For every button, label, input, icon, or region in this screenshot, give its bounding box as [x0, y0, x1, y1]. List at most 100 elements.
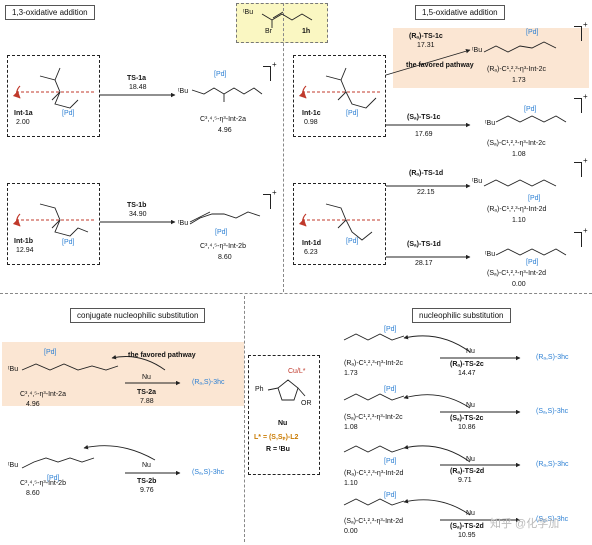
br4-e: 10.95	[458, 532, 476, 539]
ra-ts-1c-energy: 17.31	[417, 42, 435, 49]
catalyst-nu: Nu	[278, 420, 288, 427]
ts-2b-energy: 9.76	[140, 487, 154, 494]
charge-bracket-2a	[263, 66, 271, 81]
charge-plus-2d-ra: +	[583, 156, 588, 165]
br1-e: 14.47	[458, 370, 476, 377]
charge-plus-2a: +	[272, 60, 277, 69]
catalyst-box	[248, 355, 320, 475]
int-1d-pd: [Pd]	[346, 238, 359, 245]
br3-pd: [Pd]	[384, 458, 397, 465]
int-2d-sa-pd: [Pd]	[526, 259, 539, 266]
br3-nu: Nu	[466, 456, 475, 463]
nu-2b: Nu	[142, 462, 151, 469]
prod-ra-s-3hc-bl: (Rₐ,S)-3hc	[192, 379, 225, 386]
int-2d-ra-pd: [Pd]	[528, 195, 541, 202]
favored-pathway-label-bottom: the favored pathway	[128, 352, 196, 359]
arrow-ra-ts-1c	[385, 48, 471, 76]
nu-2a: Nu	[142, 374, 151, 381]
br3-sm: (Rₐ)-C¹,²,³-η³-Int-2d	[344, 470, 404, 477]
int-1b-box	[7, 183, 100, 265]
bl-int-2b-energy: 8.60	[26, 490, 40, 497]
int-1d-energy: 6.23	[304, 249, 318, 256]
charge-bracket-2c-sa	[574, 98, 582, 113]
int-2a-label: C³,⁴,⁵-η³-Int-2a	[200, 116, 246, 123]
br3-ts: (Rₐ)-TS-2d	[450, 468, 485, 475]
br4-nu: Nu	[466, 510, 475, 517]
ts-1a-label: TS-1a	[127, 75, 147, 82]
int-2c-ra-tbu: ᵗBu	[472, 47, 483, 54]
br4-pd: [Pd]	[384, 492, 397, 499]
catalyst-r-line: R = ᵗBu	[266, 446, 290, 453]
ts-2a-energy: 7.88	[140, 398, 154, 405]
br-row-4	[343, 498, 521, 523]
int-2c-sa-tbu: ᵗBu	[485, 120, 496, 127]
int-2a-energy: 4.96	[218, 127, 232, 134]
ts-1b-energy: 34.90	[129, 211, 147, 218]
int-2b-tbu: ᵗBu	[178, 220, 189, 227]
int-2d-sa-structure	[495, 248, 567, 256]
int-2d-sa-tbu: ᵗBu	[485, 251, 496, 258]
ts-2b-label: TS-2b	[137, 478, 157, 485]
catalyst-structure	[267, 379, 306, 401]
int-2d-ra-label: (Rₐ)-C¹,²,³-η³-Int-2d	[487, 206, 547, 213]
int-1a-structure	[12, 67, 96, 109]
int-1c-pd: [Pd]	[346, 110, 359, 117]
header-1-3-oxidative-addition: 1,3-oxidative addition	[5, 5, 95, 20]
int-1b-pd: [Pd]	[62, 239, 75, 246]
int-2b-energy: 8.60	[218, 254, 232, 261]
bl-int-2a-tbu: ᵗBu	[8, 366, 19, 373]
bl-int-2a-label: C³,⁴,⁵-η³-Int-2a	[20, 391, 66, 398]
br2-ts: (Sₐ)-TS-2c	[450, 415, 484, 422]
sa-ts-1d-label: (Sₐ)-TS-1d	[407, 241, 441, 248]
bl-int-2b-structure	[21, 457, 95, 469]
int-1b-label: Int-1b	[14, 238, 34, 245]
substrate-tbu: ᵗBu	[243, 9, 254, 16]
int-2c-ra-energy: 1.73	[512, 77, 526, 84]
int-1a-box	[7, 55, 100, 137]
br2-prod: (Sₐ,S)-3hc	[536, 408, 569, 415]
substrate-structure	[261, 11, 313, 28]
bl-int-2a-pd: [Pd]	[44, 349, 57, 356]
int-1c-box	[293, 55, 386, 137]
br4-se: 0.00	[344, 528, 358, 535]
catalyst-l-line: L* = (S,Sₚ)-L2	[254, 434, 299, 441]
charge-bracket-2d-sa	[574, 232, 582, 247]
int-1d-structure	[298, 203, 382, 241]
charge-bracket-2d-ra	[574, 162, 582, 177]
charge-plus-2b: +	[272, 188, 277, 197]
ra-ts-1c-label: (Rₐ)-TS-1c	[409, 33, 443, 40]
sa-ts-1d-energy: 28.17	[415, 260, 433, 267]
int-2c-ra-structure	[483, 41, 557, 53]
br4-prod: (Sₐ,S)-3hc	[536, 516, 569, 523]
bl-int-2b-tbu: ᵗBu	[8, 462, 19, 469]
catalyst-or: OR	[301, 400, 312, 407]
int-2c-ra-pd: [Pd]	[526, 29, 539, 36]
int-2c-ra-label: (Rₐ)-C¹,²,³-η³-Int-2c	[487, 66, 546, 73]
int-2b-structure	[189, 211, 261, 225]
int-2d-ra-energy: 1.10	[512, 217, 526, 224]
ra-ts-1d-energy: 22.15	[417, 189, 435, 196]
favored-pathway-label-top: the favored pathway	[406, 62, 474, 69]
header-1-5-oxidative-addition: 1,5-oxidative addition	[415, 5, 505, 20]
sa-ts-1c-label: (Sₐ)-TS-1c	[407, 114, 441, 121]
int-2d-sa-energy: 0.00	[512, 281, 526, 288]
br1-pd: [Pd]	[384, 326, 397, 333]
int-1a-pd: [Pd]	[62, 110, 75, 117]
prod-sa-s-3hc-bl: (Sₐ,S)-3hc	[192, 469, 225, 476]
br3-prod: (Rₐ,S)-3hc	[536, 461, 569, 468]
br2-sm: (Sₐ)-C¹,²,³-η³-Int-2c	[344, 414, 403, 421]
int-1c-label: Int-1c	[302, 110, 321, 117]
substrate-box	[236, 3, 328, 43]
int-1c-structure	[298, 67, 382, 109]
nu-attack-arrow-2b	[83, 444, 156, 461]
int-1a-label: Int-1a	[14, 110, 33, 117]
substrate-br: Br	[265, 28, 272, 35]
int-2c-sa-structure	[495, 115, 567, 123]
int-2a-pd: [Pd]	[214, 71, 227, 78]
int-1c-energy: 0.98	[304, 119, 318, 126]
br-row-3	[343, 444, 521, 468]
section-divider-vertical-bottom	[244, 296, 245, 542]
br2-pd: [Pd]	[384, 386, 397, 393]
br3-se: 1.10	[344, 480, 358, 487]
int-2b-label: C³,⁴,⁵-η³-Int-2b	[200, 243, 246, 250]
